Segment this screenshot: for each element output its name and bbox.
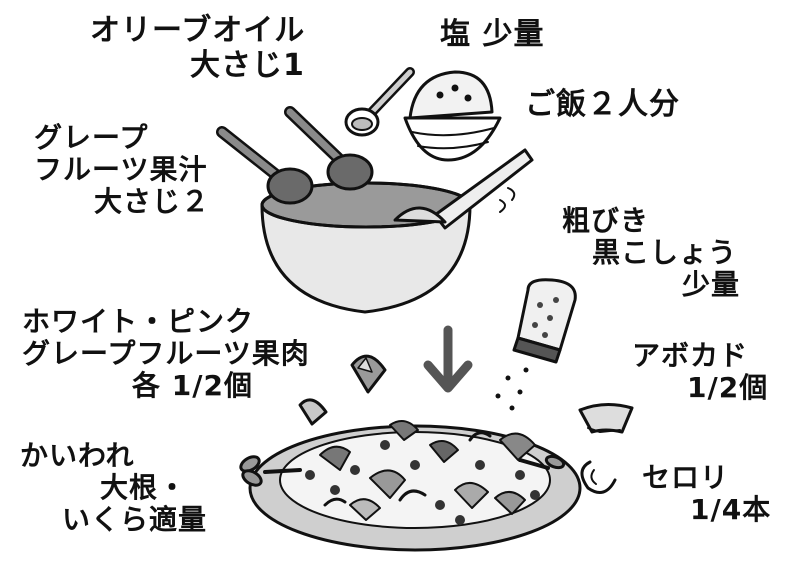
avocado-icon [578, 403, 634, 434]
celery-name: セロリ [642, 461, 730, 494]
sprout-icon [518, 454, 566, 470]
grapefruit-juice-line1: グレープ [34, 121, 149, 154]
small-spoon-icon [344, 67, 415, 137]
sprout-icon [239, 455, 302, 487]
grapefruit-flesh-amount: 各 1/2個 [132, 369, 253, 403]
avocado-label: アボカド 1/2個 [632, 339, 769, 405]
pepper-dots [495, 367, 529, 411]
arrow-down-icon [423, 325, 473, 393]
olive-oil-label: オリーブオイル 大さじ1 [90, 13, 306, 83]
celery-icon [580, 460, 617, 494]
rice-label: ご飯２人分 [525, 87, 680, 123]
grapefruit-juice-amount: 大さじ２ [94, 185, 211, 219]
sprouts-label: かいわれ 大根・ いくら適量 [20, 439, 208, 537]
celery-label: セロリ 1/4本 [642, 461, 772, 527]
avocado-name: アボカド [632, 339, 749, 372]
grapefruit-wedge-icon [350, 354, 387, 394]
avocado-amount: 1/2個 [687, 371, 769, 405]
grapefruit-juice-line2: フルーツ果汁 [34, 153, 208, 187]
spoon-icon [284, 106, 374, 191]
salt-label: 塩 少量 [440, 17, 545, 53]
grapefruit-wedge-icon [298, 398, 328, 426]
sprouts-line3: いくら適量 [62, 503, 208, 537]
pepper-amount: 少量 [682, 268, 741, 302]
pepper-line1: 粗びき [562, 204, 650, 237]
olive-oil-name: オリーブオイル [90, 13, 306, 48]
rice-text: ご飯２人分 [525, 87, 680, 122]
olive-oil-amount: 大さじ1 [190, 47, 305, 83]
pepper-line2: 黒こしょう [592, 236, 738, 270]
grapefruit-juice-label: グレープ フルーツ果汁 大さじ２ [34, 121, 211, 219]
rice-paddle-icon [393, 148, 534, 230]
celery-amount: 1/4本 [690, 493, 772, 527]
grapefruit-flesh-label: ホワイト・ピンク グレープフルーツ果肉 各 1/2個 [22, 305, 310, 403]
grapefruit-flesh-line2: グレープフルーツ果肉 [22, 337, 310, 371]
sprouts-line2: 大根・ [100, 471, 188, 505]
pepper-shaker-icon [512, 278, 577, 364]
grapefruit-flesh-line1: ホワイト・ピンク [22, 305, 255, 338]
pepper-label: 粗びき 黒こしょう 少量 [562, 204, 741, 302]
spoon-icon [216, 126, 314, 205]
salt-text: 塩 少量 [440, 17, 545, 52]
rice-bowl-icon [403, 70, 502, 162]
sprouts-line1: かいわれ [20, 439, 135, 472]
salad-plate-icon [248, 420, 582, 552]
